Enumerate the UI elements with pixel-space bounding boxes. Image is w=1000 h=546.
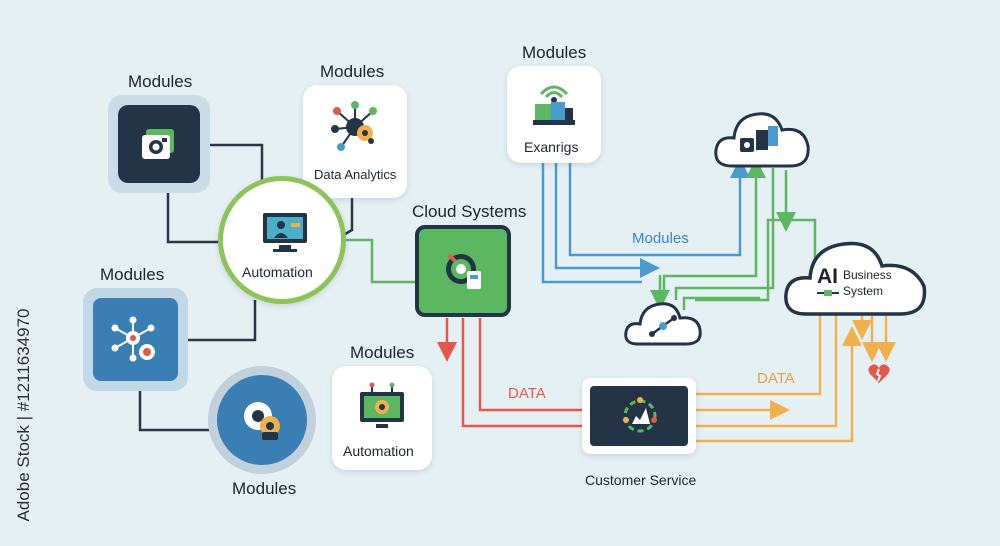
- watermark: Adobe Stock | #1211634970: [14, 300, 34, 530]
- modules-circle-bottom-left: [208, 366, 316, 474]
- red-data-lines: [437, 318, 590, 428]
- automation-card: Automation: [332, 366, 432, 470]
- modules-label-top-center: Modules: [320, 62, 385, 81]
- data-label-right: DATA: [757, 370, 795, 387]
- broken-heart-icon: [868, 364, 890, 383]
- gear-icon: [446, 253, 481, 289]
- business-label: Business: [843, 268, 892, 282]
- green-flow-lines: [650, 158, 817, 310]
- modules-flow-label: Modules: [632, 230, 689, 247]
- modules-label-mid-left: Modules: [100, 265, 165, 284]
- network-icon: [331, 101, 377, 151]
- system-label: System: [843, 284, 884, 298]
- modules-tile-mid-left: [83, 288, 188, 391]
- data-analytics-label: Data Analytics: [314, 167, 397, 182]
- brain-icon: [624, 302, 702, 346]
- automation-card-label: Automation: [343, 443, 414, 459]
- automation-circle-node: Automation: [218, 176, 346, 304]
- cloud-systems-tile: [415, 225, 511, 317]
- connector-icon: [817, 290, 839, 296]
- examples-label: Exanrigs: [524, 139, 579, 155]
- green-link-automation: [345, 238, 418, 284]
- modules-label-top-left: Modules: [128, 72, 193, 91]
- hub-icon: [111, 316, 155, 362]
- ai-label: AI: [817, 265, 838, 288]
- gear-icon: [244, 402, 280, 440]
- data-label-left: DATA: [508, 385, 546, 402]
- dashboard-icon: [360, 382, 404, 428]
- blue-flow-lines: [541, 158, 750, 284]
- modules-label-bottom-center: Modules: [350, 343, 415, 362]
- modules-label-bottom-left: Modules: [232, 479, 297, 498]
- watermark-text: Adobe Stock | #1211634970: [14, 308, 33, 522]
- camera-icon: [142, 129, 174, 159]
- examples-card: Exanrigs: [507, 66, 601, 163]
- customer-service-card: [582, 378, 696, 454]
- data-analytics-card: Data Analytics: [303, 85, 407, 198]
- chart-icon: [623, 397, 657, 433]
- ai-business-cloud: [784, 241, 927, 316]
- automation-circle-label: Automation: [242, 264, 313, 280]
- cloud-icon: [714, 112, 810, 168]
- orange-data-lines: [695, 312, 896, 443]
- monitor-user-icon: [263, 213, 307, 252]
- modules-tile-top-left: [108, 95, 210, 193]
- antenna-icon: [533, 85, 575, 125]
- cloud-systems-label: Cloud Systems: [412, 202, 527, 221]
- customer-service-label: Customer Service: [585, 472, 697, 488]
- modules-label-top-right: Modules: [522, 43, 587, 62]
